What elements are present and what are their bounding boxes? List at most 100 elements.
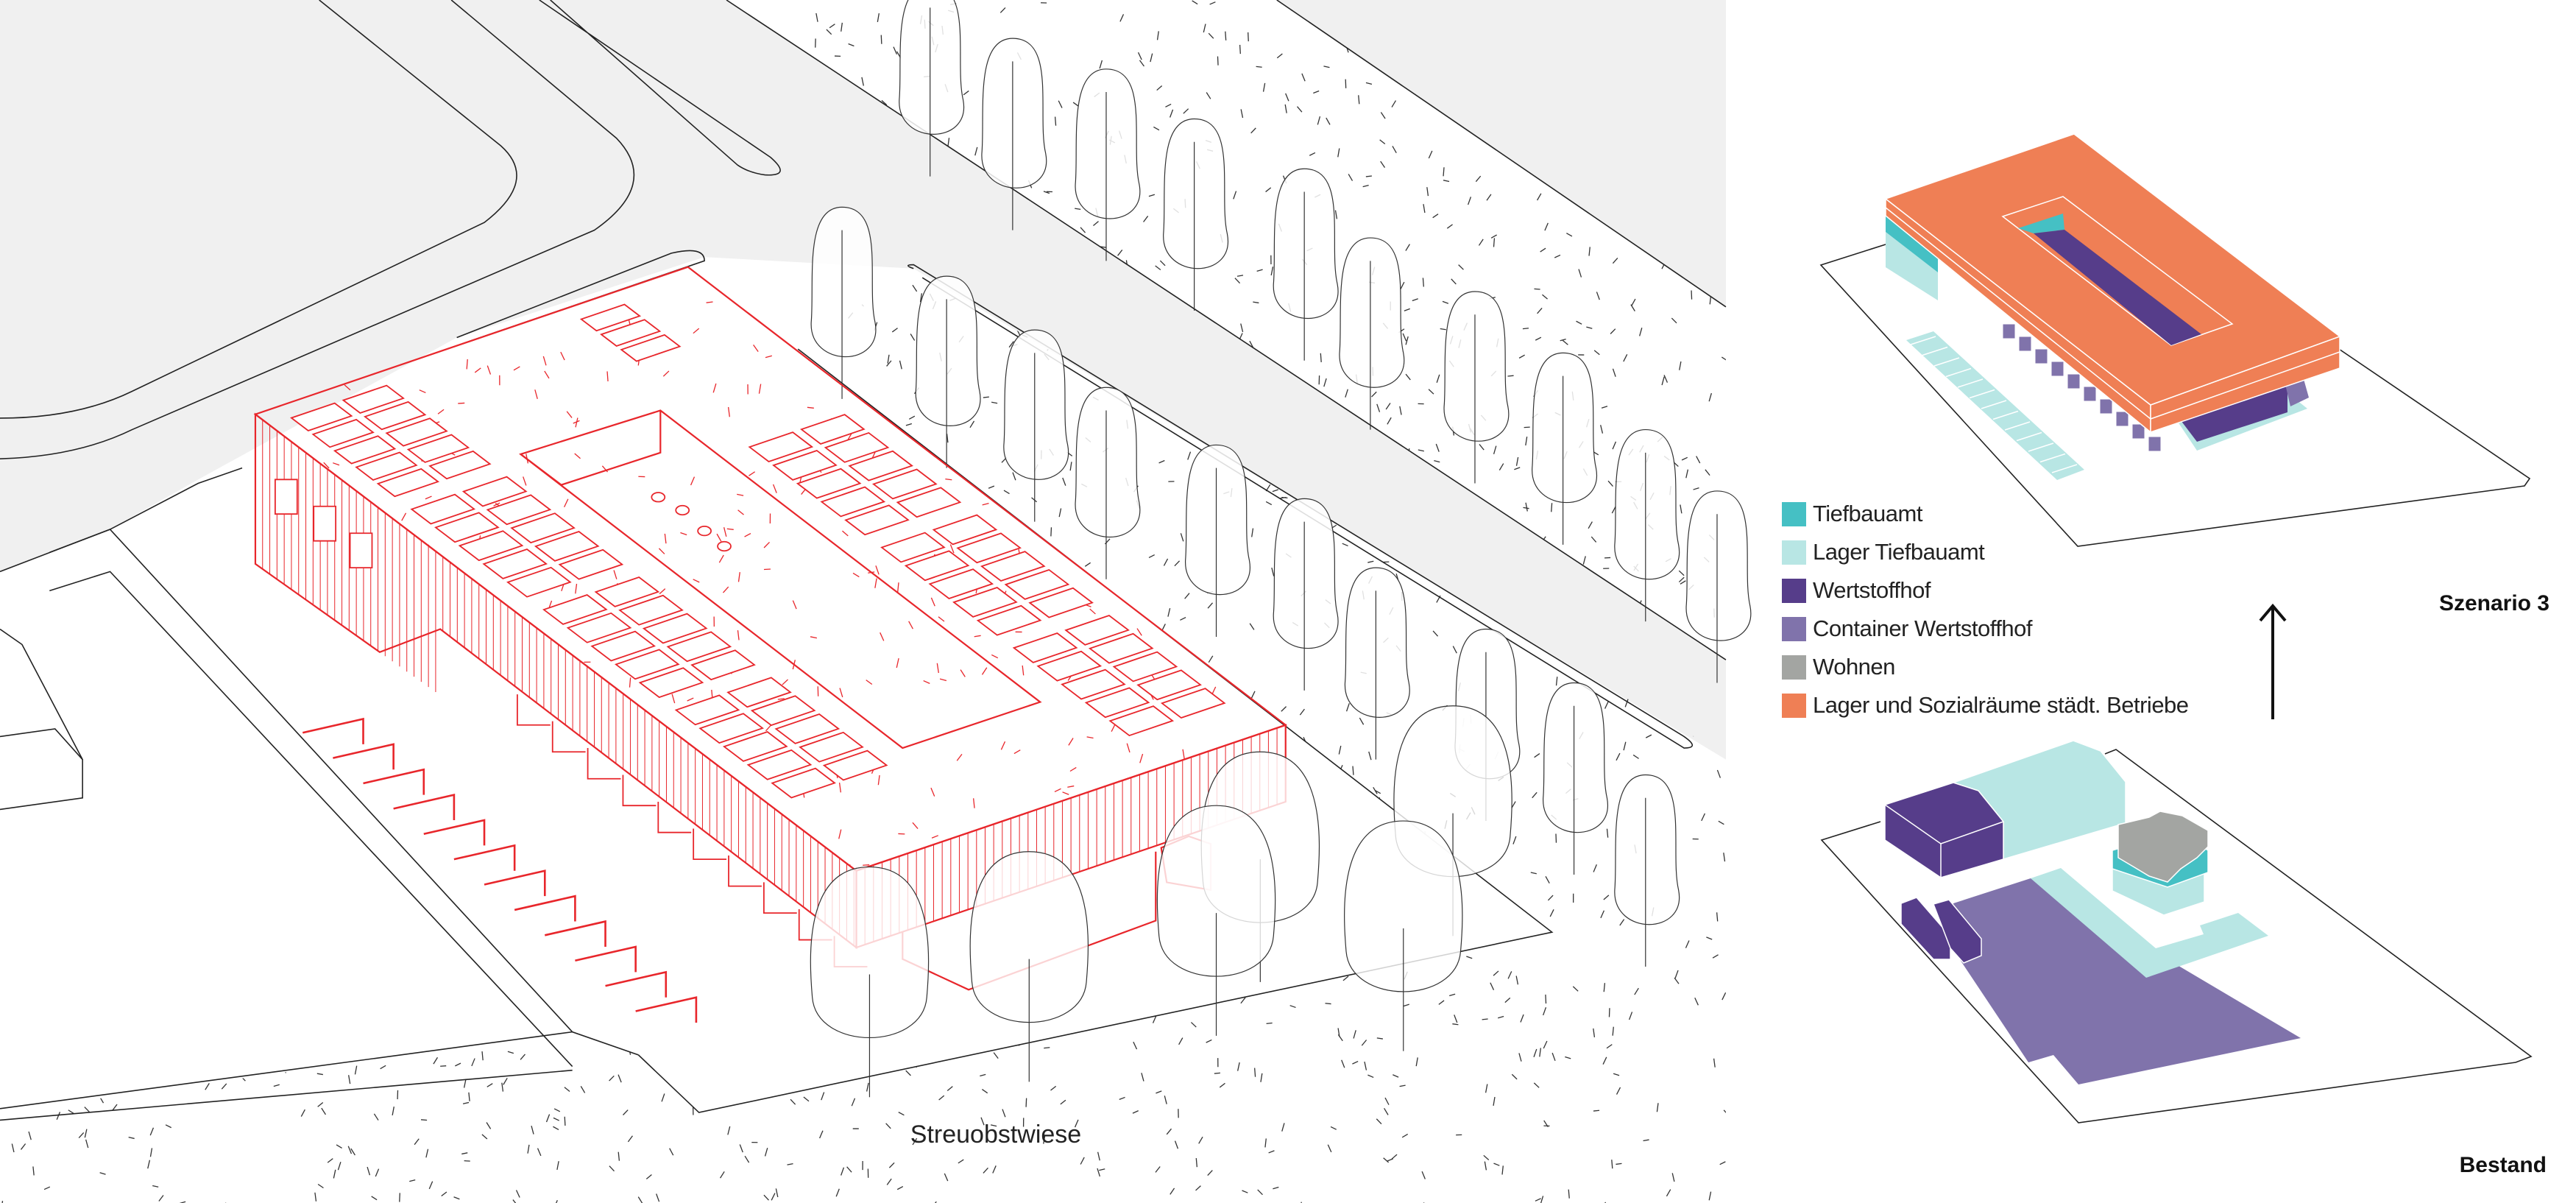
hatch-dash	[800, 880, 804, 887]
hatch-dash	[607, 371, 608, 381]
hatch-dash	[876, 565, 879, 574]
hatch-dash	[620, 409, 625, 414]
pillar	[764, 882, 797, 913]
hatch-dash	[472, 1059, 475, 1066]
hatch-dash	[44, 839, 46, 847]
hatch-dash	[500, 699, 504, 705]
container-box	[2067, 373, 2081, 389]
hatch-dash	[1551, 503, 1552, 512]
solar-panel	[882, 533, 944, 562]
hatch-dash	[372, 1196, 377, 1200]
hatch-dash	[1181, 533, 1183, 541]
hatch-dash	[395, 632, 398, 641]
hatch-dash	[1326, 118, 1330, 124]
hatch-dash	[1010, 499, 1016, 503]
solar-panel	[1114, 652, 1176, 682]
solar-panel	[595, 577, 658, 607]
solar-panel	[958, 533, 1020, 562]
hatch-dash	[279, 470, 280, 479]
hatch-dash	[653, 322, 659, 325]
solar-panel	[644, 614, 707, 643]
hatch-dash	[1072, 787, 1078, 789]
hatch-dash	[321, 1022, 327, 1023]
poplar-tree	[1615, 775, 1680, 967]
hatch-dash	[166, 1125, 171, 1128]
legend-label: Wohnen	[1813, 654, 1895, 680]
hatch-dash	[691, 477, 695, 485]
hatch-dash	[837, 607, 842, 610]
hatch-dash	[1075, 208, 1080, 209]
hatch-dash	[533, 766, 536, 773]
legend-label: Container Wertstoffhof	[1813, 615, 2033, 641]
hatch-dash	[1662, 377, 1664, 385]
hatch-dash	[1523, 507, 1529, 508]
hatch-dash	[1640, 328, 1642, 336]
hatch-dash	[442, 1192, 447, 1196]
hatch-dash	[1715, 369, 1720, 373]
hatch-dash	[487, 1084, 492, 1087]
poplar-tree	[1004, 330, 1069, 522]
hatch-dash	[1454, 1015, 1457, 1023]
hatch-dash	[1262, 643, 1267, 646]
hatch-dash	[492, 673, 493, 682]
hatch-dash	[381, 1065, 386, 1068]
hatch-dash	[759, 384, 760, 394]
hatch-dash	[1196, 1158, 1197, 1167]
hatch-dash	[1095, 723, 1101, 725]
window	[314, 507, 336, 541]
hatch-dash	[338, 1162, 340, 1170]
hatch-dash	[1170, 1188, 1175, 1194]
hatch-dash	[1433, 631, 1437, 636]
hatch-dash	[612, 970, 615, 978]
hatch-dash	[473, 679, 477, 688]
hatch-dash	[719, 555, 723, 562]
hatch-dash	[269, 1022, 275, 1024]
hatch-dash	[455, 355, 460, 359]
hatch-dash	[763, 434, 769, 437]
hatch-dash	[779, 390, 780, 399]
hatch-dash	[400, 869, 404, 877]
hatch-dash	[793, 323, 795, 331]
hatch-dash	[410, 545, 411, 554]
hatch-dash	[821, 1092, 824, 1100]
hatch-dash	[887, 1179, 891, 1185]
hatch-dash	[906, 424, 912, 426]
window	[275, 479, 297, 514]
hatch-dash	[726, 325, 731, 331]
hatch-dash	[980, 1074, 986, 1076]
hatch-dash	[672, 694, 675, 703]
hatch-dash	[393, 842, 396, 849]
hatch-dash	[881, 688, 887, 689]
solar-panel	[1030, 588, 1092, 618]
hatch-dash	[1157, 564, 1163, 565]
hatch-dash	[333, 463, 339, 465]
hatch-dash	[531, 672, 537, 673]
hatch-dash	[1686, 470, 1688, 479]
hatch-dash	[566, 688, 567, 698]
hatch-dash	[1273, 1187, 1278, 1188]
hatch-dash	[963, 91, 969, 94]
hatch-dash	[1520, 334, 1526, 337]
hatch-dash	[1560, 339, 1566, 341]
hatch-dash	[836, 621, 838, 630]
hatch-dash	[765, 356, 772, 357]
hatch-dash	[1381, 161, 1385, 167]
hatch-dash	[774, 289, 777, 297]
poplar-tree	[1532, 353, 1597, 545]
hatch-dash	[1540, 248, 1546, 252]
hatch-dash	[797, 558, 799, 566]
hatch-dash	[1418, 450, 1424, 451]
solar-panel	[849, 451, 912, 481]
path-curb	[457, 250, 704, 343]
hatch-dash	[1164, 508, 1168, 515]
hatch-dash	[316, 811, 317, 819]
hatch-dash	[827, 1030, 829, 1037]
hatch-dash	[222, 1084, 227, 1089]
hatch-dash	[704, 988, 709, 992]
hatch-dash	[1161, 808, 1167, 812]
solar-panel	[621, 335, 679, 361]
hatch-dash	[395, 976, 400, 980]
tree-crown	[982, 38, 1047, 188]
hatch-dash	[1237, 275, 1243, 276]
hatch-dash	[595, 781, 602, 784]
